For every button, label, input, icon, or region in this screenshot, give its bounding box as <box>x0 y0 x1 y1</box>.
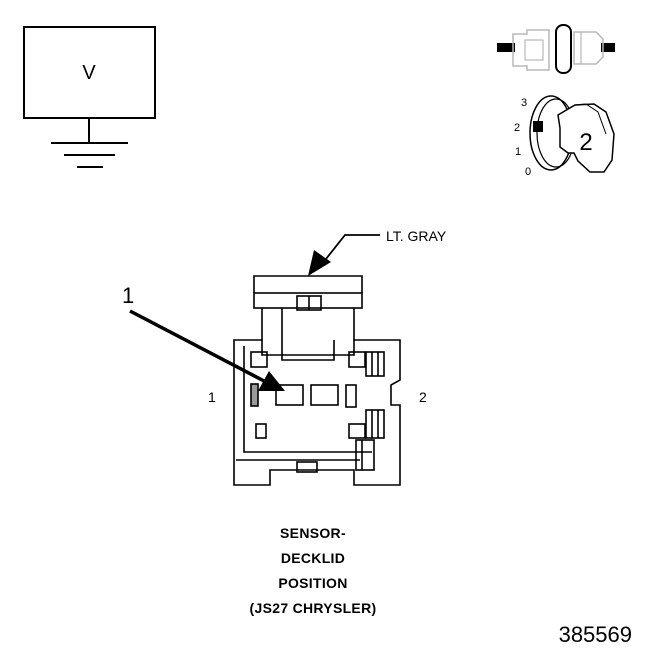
cavity-pin-1 <box>275 384 304 406</box>
figure-number: 385569 <box>559 622 632 647</box>
color-callout: LT. GRAY <box>308 228 447 276</box>
voltmeter-symbol: V <box>23 26 156 168</box>
callout-1: 1 <box>122 283 285 391</box>
pin-label-right: 2 <box>419 389 427 405</box>
component-caption: SENSOR- DECKLID POSITION (JS27 CHRYSLER) <box>250 525 377 616</box>
cavity-pin-2 <box>310 384 339 406</box>
ignition-position-0: 0 <box>525 166 531 178</box>
connector-face <box>233 275 401 486</box>
caption-line-3: POSITION <box>278 575 347 591</box>
ignition-position-3: 3 <box>521 97 527 109</box>
ignition-position-marker <box>533 121 543 132</box>
ignition-position-1: 1 <box>515 146 521 158</box>
ignition-position-2: 2 <box>514 122 520 134</box>
ignition-key-icon: 2 3 2 1 0 <box>514 95 615 178</box>
caption-line-4: (JS27 CHRYSLER) <box>250 600 377 616</box>
callout-arrowhead <box>258 371 285 391</box>
callout-number: 1 <box>122 283 134 308</box>
connector-color-label: LT. GRAY <box>386 228 447 244</box>
voltmeter-label: V <box>82 62 96 84</box>
ignition-key-number: 2 <box>579 129 592 156</box>
color-arrow <box>308 250 331 276</box>
pin-label-left: 1 <box>208 389 216 405</box>
caption-line-2: DECKLID <box>281 550 345 566</box>
caption-line-1: SENSOR- <box>280 525 346 541</box>
ground-icon <box>51 118 128 168</box>
connector-disconnect-icon <box>497 24 615 74</box>
